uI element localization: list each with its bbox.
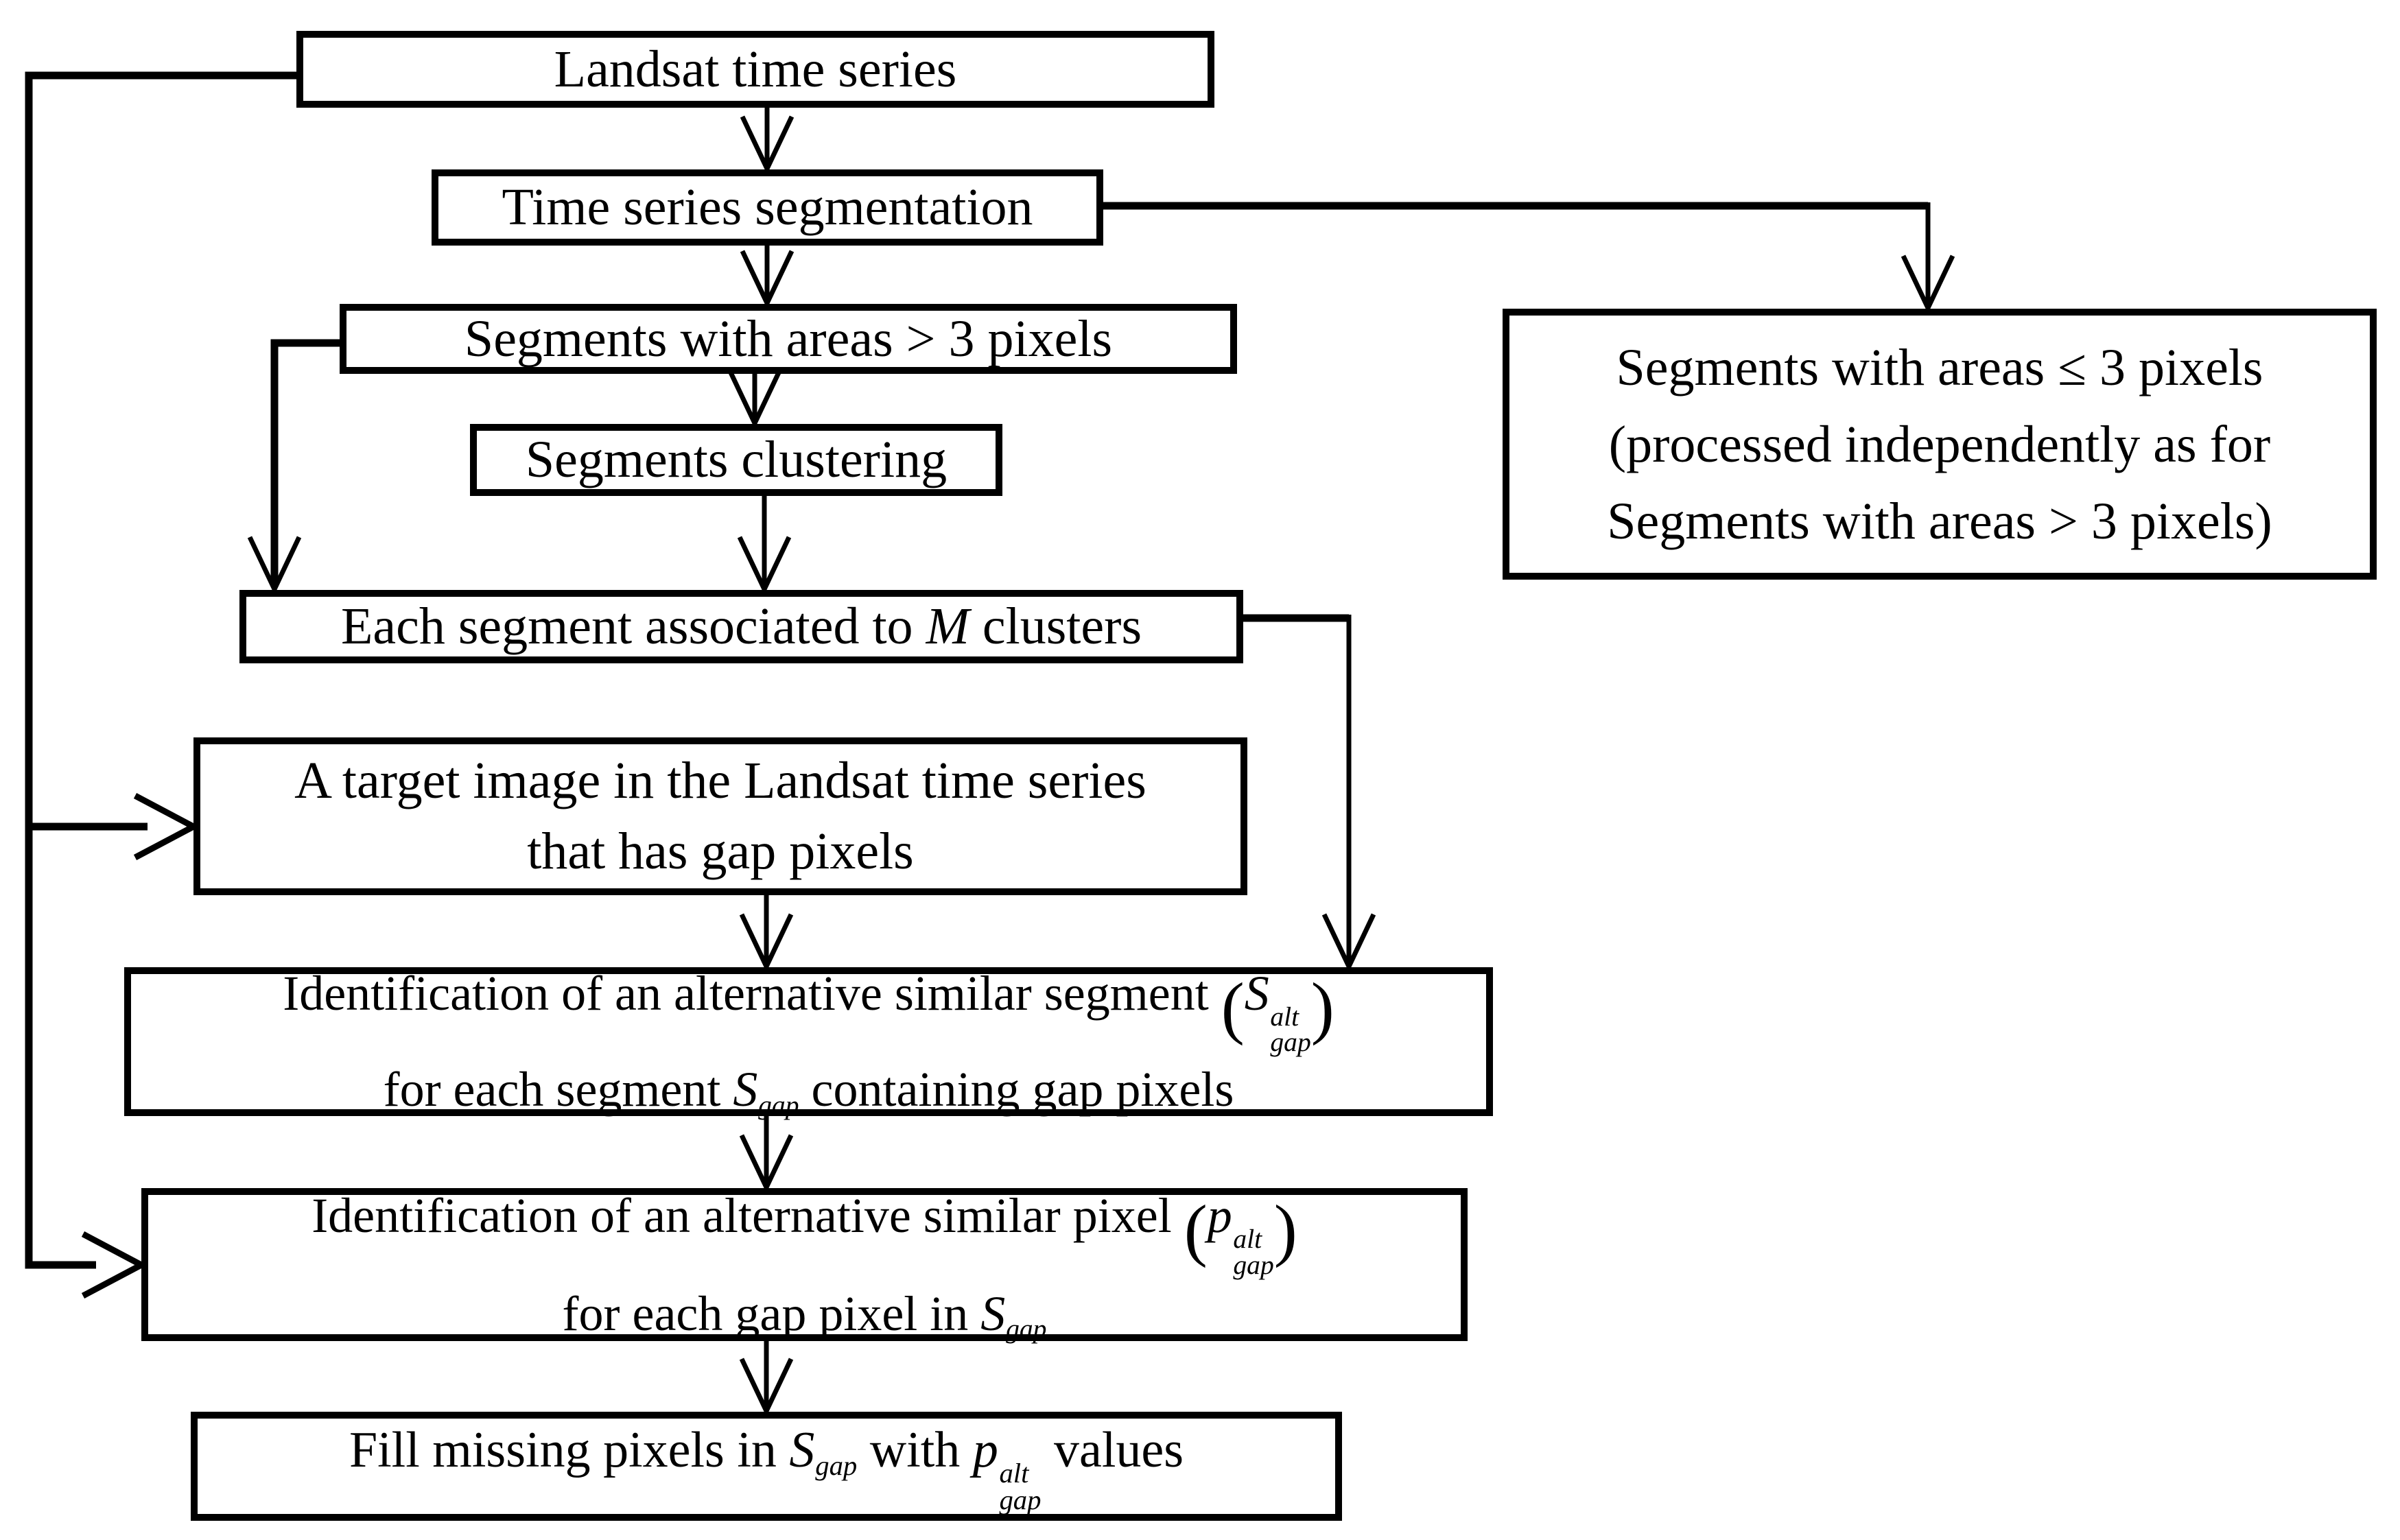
node-identify-alt-segment: Identification of an alternative similar… [124, 966, 1493, 1119]
node-segment-m-clusters: Each segment associated to M clusters [239, 590, 1243, 663]
math-paren: ( [1221, 969, 1245, 1047]
arrowhead-down-icon [737, 536, 792, 595]
node-time-series-segmentation: Time series segmentation [432, 169, 1103, 246]
text-line: Segments clustering [525, 431, 948, 489]
math-superscript: alt [999, 1458, 1029, 1489]
text-line: Identification of an alternative similar… [283, 965, 1334, 1058]
node-segments-areas-le-3: Segments with areas ≤ 3 pixels (processed… [1503, 309, 2377, 580]
node-segments-clustering: Segments clustering [470, 424, 1002, 496]
arrowhead-down-icon [1901, 254, 1955, 314]
math-var: Sgap [789, 1421, 858, 1481]
italic-text: M [926, 597, 969, 656]
arrowhead-down-icon [739, 913, 794, 973]
math-base: p [972, 1421, 998, 1478]
node-segments-areas-gt-3: Segments with areas > 3 pixels [340, 304, 1237, 374]
math-subscript: gap [758, 1089, 799, 1120]
text-line: Identification of an alternative similar… [311, 1188, 1297, 1280]
math-subscript: gap [1270, 1027, 1311, 1058]
arrowhead-down-icon [740, 250, 795, 309]
text-line: Landsat time series [554, 40, 957, 98]
math-paren: ) [1310, 969, 1334, 1047]
text-line: Each segment associated to M clusters [340, 597, 1142, 656]
math-var: Sgap [980, 1286, 1047, 1344]
math-base: S [789, 1421, 815, 1478]
arrowhead-down-icon [739, 1134, 794, 1194]
math-subscript: gap [815, 1449, 858, 1481]
text-line: A target image in the Landsat time serie… [294, 752, 1146, 809]
text-line: Segments with areas > 3 pixels [464, 309, 1113, 368]
text-line: Time series segmentation [502, 178, 1033, 237]
math-paren: ( [1184, 1192, 1208, 1270]
arrowhead-down-icon [247, 536, 302, 595]
arrowhead-down-icon [740, 115, 795, 175]
math-superscript: alt [1233, 1224, 1262, 1255]
math-base: S [733, 1062, 758, 1117]
math-var: Sgap [733, 1062, 799, 1120]
text-line: that has gap pixels [527, 822, 914, 880]
edge-landsat-left-rail [25, 71, 296, 1269]
arrowhead-down-icon [739, 1358, 794, 1417]
math-superscript: alt [1270, 1001, 1299, 1032]
arrowhead-down-icon [1321, 913, 1376, 973]
edge-gt3-bypass-to-mclusters [270, 339, 340, 587]
arrowhead-down-icon [727, 370, 782, 429]
node-identify-alt-pixel: Identification of an alternative similar… [141, 1188, 1468, 1342]
math-paren: ) [1273, 1192, 1297, 1270]
math-subscript: gap [1006, 1314, 1047, 1344]
math-base: S [980, 1286, 1006, 1341]
math-base: p [1207, 1188, 1232, 1244]
text-line: for each gap pixel in Sgap [562, 1286, 1047, 1344]
text-line: Segments with areas > 3 pixels) [1607, 492, 2272, 550]
node-landsat-time-series: Landsat time series [296, 31, 1214, 108]
math-base: S [1244, 965, 1269, 1021]
node-target-image: A target image in the Landsat time serie… [193, 737, 1247, 895]
text-line: (processed independently as for [1608, 415, 2271, 473]
math-subscript: gap [1233, 1249, 1274, 1280]
text-line: for each segment Sgap containing gap pix… [383, 1062, 1234, 1120]
text-line: Segments with areas ≤ 3 pixels [1616, 338, 2263, 396]
math-subscript: gap [999, 1484, 1042, 1515]
